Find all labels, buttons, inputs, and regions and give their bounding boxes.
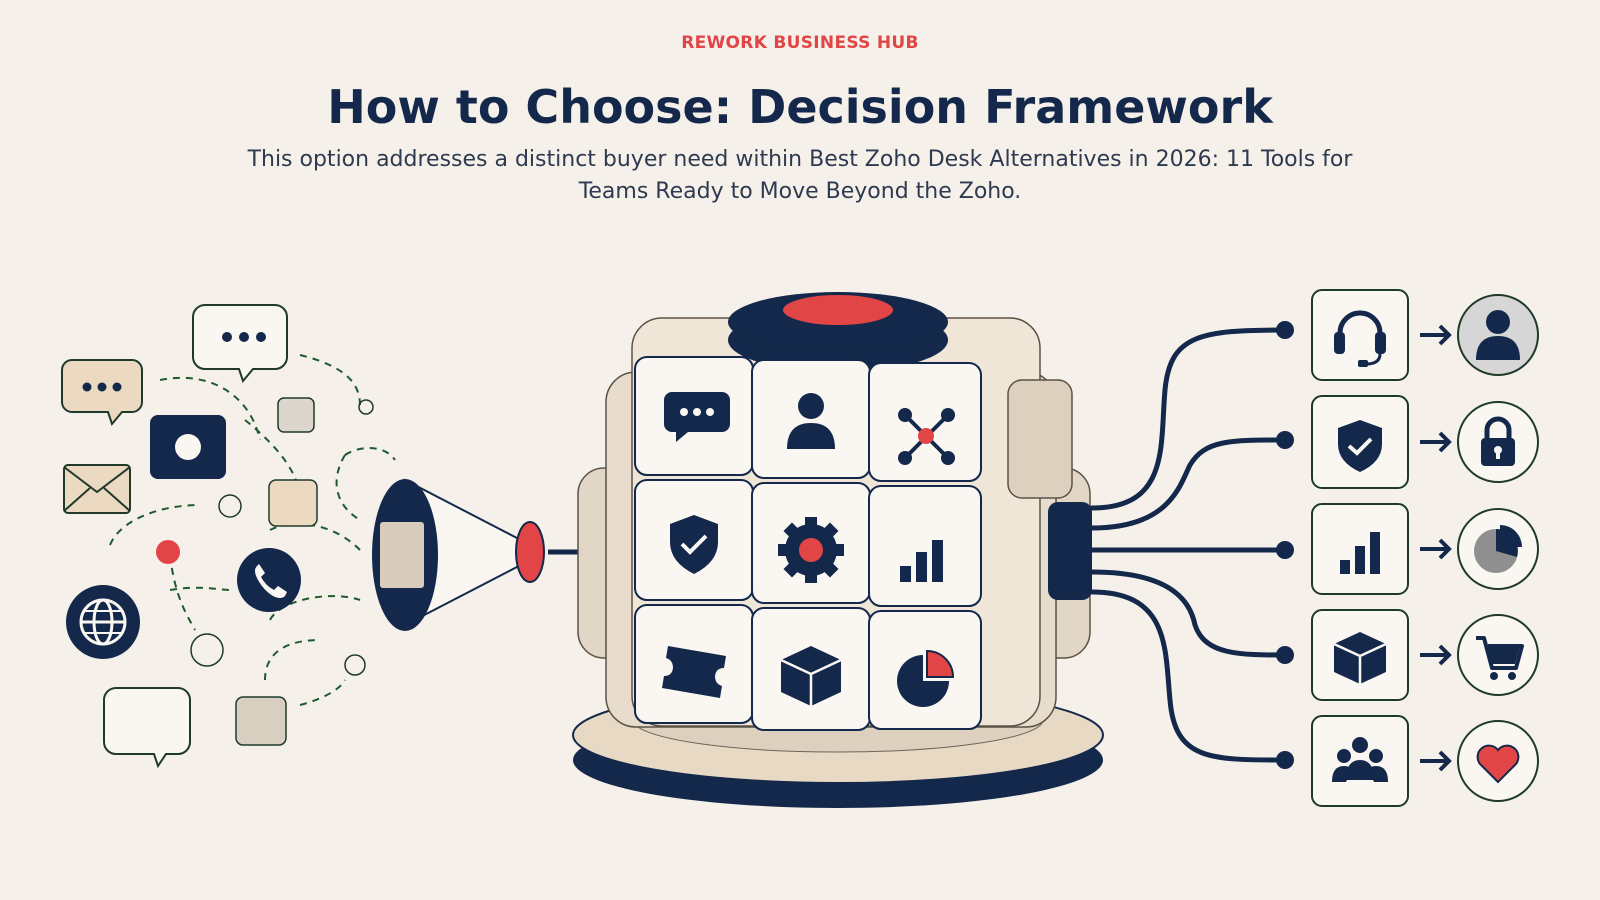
network-icon xyxy=(898,408,955,465)
hub-tile-ticket xyxy=(634,604,754,724)
cart-icon xyxy=(1476,636,1524,680)
page-subtitle: This option addresses a distinct buyer n… xyxy=(247,147,1353,204)
pie-chart-icon xyxy=(1474,525,1522,573)
hub-tile-chat xyxy=(634,356,754,476)
ticket-icon xyxy=(662,646,726,698)
hub-tile-gear xyxy=(751,482,871,604)
square-icon xyxy=(235,696,287,746)
square-icon xyxy=(268,479,318,527)
output-row-commerce xyxy=(1311,609,1539,701)
gear-icon xyxy=(778,517,844,583)
envelope-icon xyxy=(63,464,131,514)
hub-tile-box xyxy=(751,607,871,731)
output-row-security xyxy=(1311,395,1539,489)
user-icon xyxy=(787,393,835,449)
hub-tile-bar-chart xyxy=(868,485,982,607)
square-icon xyxy=(277,397,315,433)
camera-icon xyxy=(150,415,226,479)
shield-check-icon xyxy=(1338,420,1382,472)
hub-tile-shield xyxy=(634,479,754,601)
brand-eyebrow: REWORK BUSINESS HUB xyxy=(681,33,919,53)
hub-tile-pie-chart xyxy=(868,610,982,730)
output-row-community xyxy=(1311,715,1539,807)
output-row-analytics xyxy=(1311,503,1539,595)
decision-hub xyxy=(572,292,1104,808)
hub-tile-user xyxy=(751,359,871,479)
team-icon xyxy=(1332,737,1388,782)
pie-chart-icon xyxy=(897,649,955,707)
box-icon xyxy=(780,646,842,706)
bar-chart-icon xyxy=(900,540,943,582)
chat-bubble-icon xyxy=(103,687,191,769)
bar-chart-icon xyxy=(1340,532,1380,574)
output-row-support xyxy=(1311,289,1539,381)
shield-check-icon xyxy=(670,515,718,574)
output-connectors xyxy=(1089,327,1288,763)
chat-bubble-icon xyxy=(192,304,288,384)
heart-icon xyxy=(1476,744,1520,784)
page-title: How to Choose: Decision Framework xyxy=(327,80,1273,134)
headset-icon xyxy=(1334,310,1386,367)
chat-icon xyxy=(664,392,730,442)
input-channels xyxy=(61,304,396,769)
user-icon xyxy=(1476,310,1520,360)
lock-icon xyxy=(1481,416,1515,466)
hub-tile-network xyxy=(868,362,982,482)
globe-icon xyxy=(66,585,140,659)
chat-bubble-icon xyxy=(61,359,143,427)
phone-icon xyxy=(237,548,301,612)
box-icon xyxy=(1333,632,1387,684)
